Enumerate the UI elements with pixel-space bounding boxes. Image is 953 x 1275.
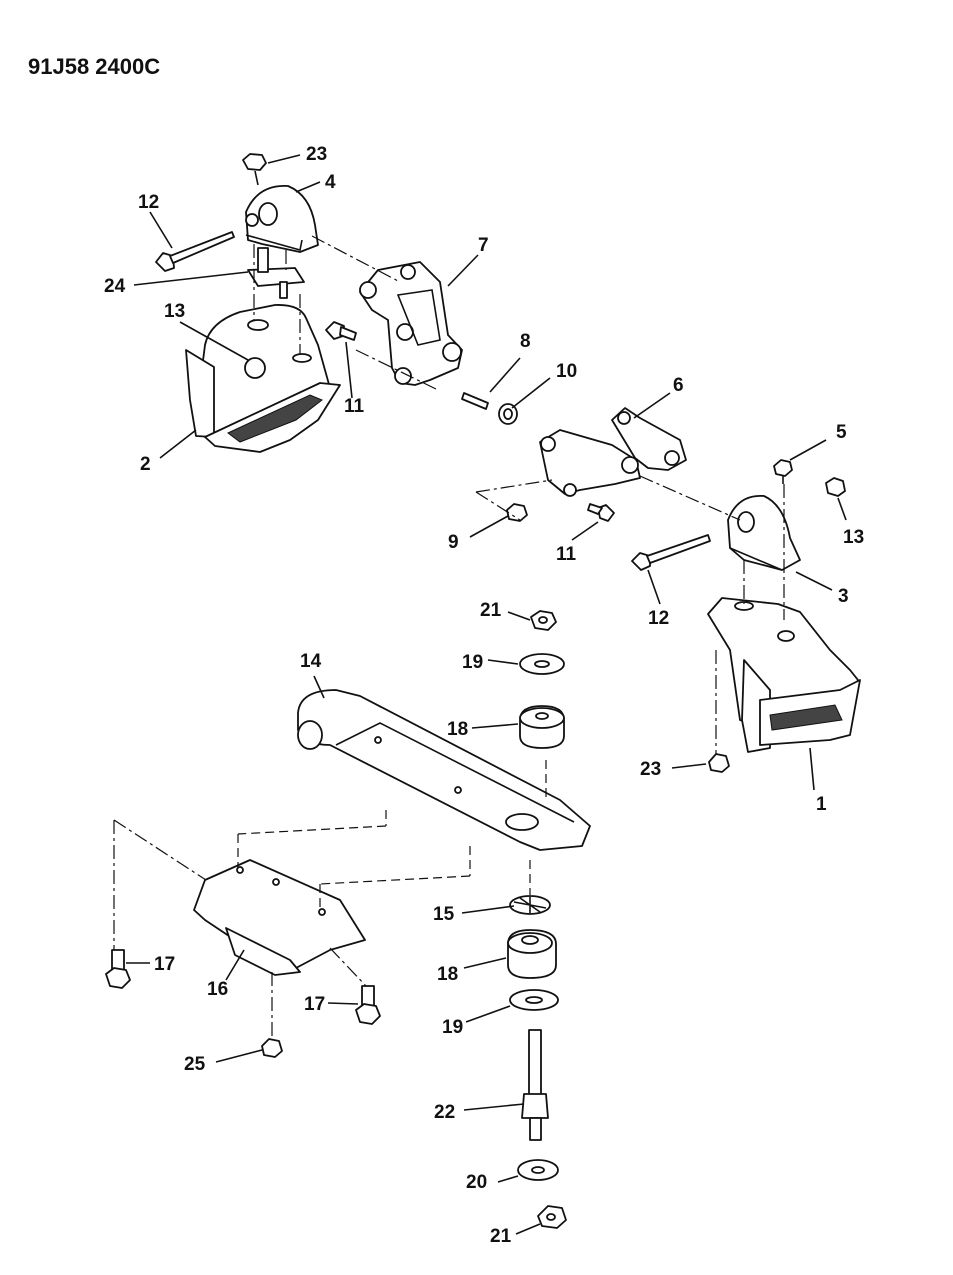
callout-25: 25 bbox=[184, 1054, 206, 1075]
part-10-washer bbox=[498, 403, 518, 425]
callout-20: 20 bbox=[466, 1172, 487, 1193]
part-4-insulator bbox=[245, 185, 319, 253]
part-12-bolt-top bbox=[155, 231, 235, 272]
callout-17-right: 17 bbox=[304, 994, 325, 1015]
part-15-retainer bbox=[509, 895, 551, 915]
callout-1: 1 bbox=[816, 794, 827, 815]
callout-6: 6 bbox=[673, 375, 684, 396]
callout-22: 22 bbox=[434, 1102, 455, 1123]
leader-lines bbox=[126, 154, 847, 1235]
callout-7: 7 bbox=[478, 235, 489, 256]
part-19-washer-lower bbox=[509, 989, 559, 1011]
part-14-crossmember bbox=[297, 689, 591, 851]
part-25-nut bbox=[261, 1038, 283, 1058]
part-7-engine-bracket bbox=[359, 261, 463, 386]
callout-21-upper: 21 bbox=[480, 600, 502, 621]
part-23-nut-top bbox=[242, 153, 267, 186]
callout-21-lower: 21 bbox=[490, 1226, 512, 1247]
callout-12-top: 12 bbox=[138, 192, 159, 213]
part-2-left-bracket bbox=[185, 304, 341, 453]
callout-5: 5 bbox=[836, 422, 847, 443]
callout-13-right: 13 bbox=[843, 527, 864, 548]
callout-19-upper: 19 bbox=[462, 652, 483, 673]
callout-18-lower: 18 bbox=[437, 964, 458, 985]
part-22-stud bbox=[521, 1029, 549, 1141]
part-18-cushion-upper bbox=[519, 705, 565, 749]
part-21-nut-upper bbox=[530, 610, 557, 631]
diagram-code: 91J58 2400C bbox=[28, 54, 160, 79]
callout-16: 16 bbox=[207, 979, 228, 1000]
part-5-bolt bbox=[773, 459, 793, 484]
callout-8: 8 bbox=[520, 331, 531, 352]
part-17-bolt-left bbox=[105, 949, 131, 989]
callout-13-left: 13 bbox=[164, 301, 185, 322]
callout-23-lower: 23 bbox=[640, 759, 661, 780]
part-6-trans-bracket bbox=[539, 407, 687, 497]
callout-10: 10 bbox=[556, 361, 577, 382]
callout-4: 4 bbox=[325, 172, 336, 193]
callout-11-right: 11 bbox=[556, 544, 577, 565]
part-3-insulator bbox=[727, 495, 801, 571]
part-9-nut bbox=[506, 503, 528, 522]
callout-12-right: 12 bbox=[648, 608, 669, 629]
assembly-lines bbox=[113, 235, 785, 1040]
callout-14: 14 bbox=[300, 651, 322, 672]
callout-3: 3 bbox=[838, 586, 849, 607]
part-1-right-bracket bbox=[707, 597, 861, 753]
callout-labels: 1 2 3 4 5 6 7 8 9 10 11 11 12 12 13 13 1… bbox=[104, 144, 864, 1247]
part-12-bolt-right bbox=[631, 534, 711, 571]
part-24-plate bbox=[247, 247, 305, 299]
part-20-washer bbox=[517, 1159, 559, 1181]
part-19-washer-upper bbox=[519, 653, 565, 675]
part-18-cushion-lower bbox=[507, 929, 557, 979]
callout-17-left: 17 bbox=[154, 954, 175, 975]
callout-19-lower: 19 bbox=[442, 1017, 463, 1038]
callout-15: 15 bbox=[433, 904, 455, 925]
callout-2: 2 bbox=[140, 454, 151, 475]
callout-18-upper: 18 bbox=[447, 719, 468, 740]
part-11-bolt-top bbox=[325, 321, 357, 341]
part-11-bolt-right bbox=[587, 503, 615, 522]
callout-23-top: 23 bbox=[306, 144, 327, 165]
part-21-nut-lower bbox=[537, 1205, 567, 1229]
callout-24: 24 bbox=[104, 276, 126, 297]
part-23-nut-lower bbox=[708, 753, 730, 773]
part-17-bolt-right bbox=[355, 985, 381, 1025]
callout-9: 9 bbox=[448, 532, 459, 553]
part-8-stud bbox=[461, 392, 489, 410]
part-13-nut-right bbox=[825, 477, 846, 497]
part-16-trans-mount bbox=[193, 859, 366, 976]
callout-11-top: 11 bbox=[344, 396, 365, 417]
